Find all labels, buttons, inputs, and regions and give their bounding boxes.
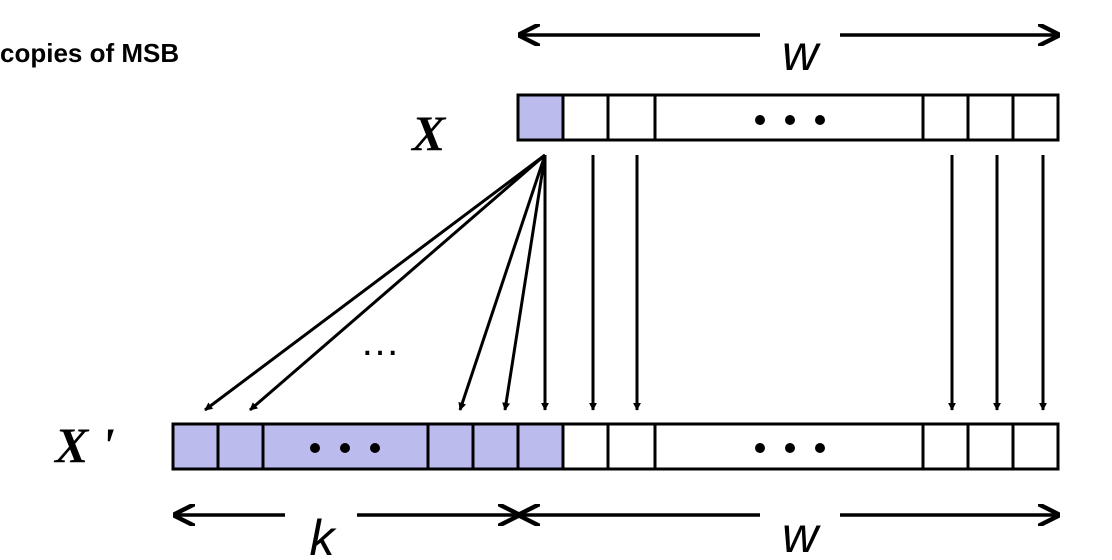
k-dimension: k	[175, 510, 518, 560]
x-cell	[966, 93, 1015, 142]
xp-msb-copy-cell	[171, 422, 220, 471]
xp-msb-copy-cell	[471, 422, 520, 471]
xp-ellipsis-cell	[653, 422, 925, 471]
x-label: X	[410, 105, 447, 161]
xp-msb-copy-cell	[426, 422, 475, 471]
ellipsis-dot	[755, 115, 765, 125]
msb-copy-arrow	[204, 153, 546, 412]
xp-cell	[966, 422, 1015, 471]
bottom-width-dimension: w	[520, 507, 1058, 560]
arrow-ellipsis: …	[360, 320, 400, 364]
msb-copy-arrow	[458, 154, 547, 411]
bit-copy-arrows	[589, 155, 1047, 411]
register-x-prime	[171, 422, 1060, 471]
ellipsis-dot	[815, 443, 825, 453]
msb-copy-arrow	[502, 154, 547, 411]
x-cell	[561, 93, 610, 142]
x-prime-label: X '	[53, 417, 115, 473]
x-lsb-cell	[1011, 93, 1060, 142]
ellipsis-dot	[370, 443, 380, 453]
xp-msb-copy-cell	[216, 422, 265, 471]
x-cell	[921, 93, 970, 142]
ellipsis-dot	[785, 115, 795, 125]
ellipsis-dot	[785, 443, 795, 453]
ellipsis-dot	[755, 443, 765, 453]
ellipsis-dot	[340, 443, 350, 453]
xp-msb-cell	[516, 422, 565, 471]
caption-copies-of-msb: copies of MSB	[0, 38, 180, 68]
x-msb-cell	[516, 93, 565, 142]
ellipsis-dot	[310, 443, 320, 453]
register-x	[516, 93, 1060, 142]
xp-cell	[606, 422, 657, 471]
msb-copy-arrows	[204, 153, 549, 412]
k-label: k	[310, 510, 338, 560]
top-width-label: w	[782, 25, 821, 81]
xp-lsb-cell	[1011, 422, 1060, 471]
top-width-dimension: w	[520, 25, 1058, 81]
xp-cell	[561, 422, 610, 471]
xp-cell	[921, 422, 970, 471]
bottom-width-label: w	[782, 507, 821, 560]
ellipsis-dot	[815, 115, 825, 125]
msb-copy-arrow	[249, 153, 546, 412]
x-cell	[606, 93, 657, 142]
